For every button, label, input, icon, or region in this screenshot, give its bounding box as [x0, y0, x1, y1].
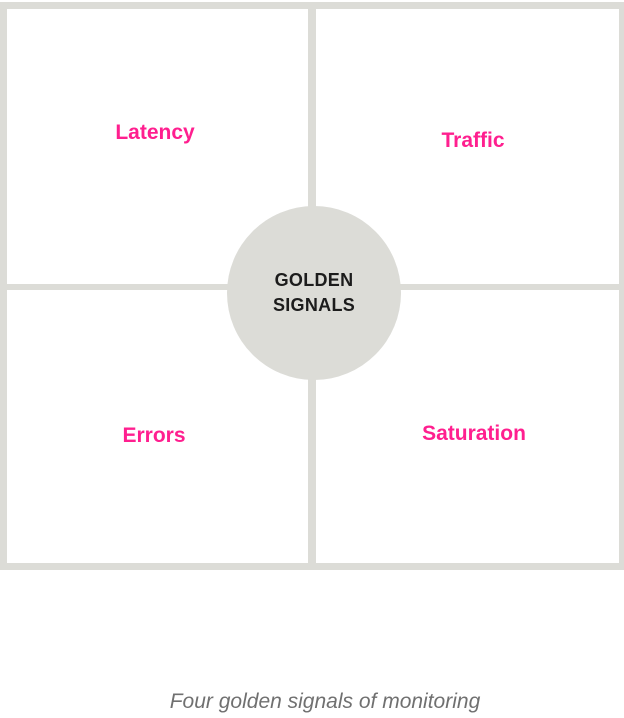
figure-caption: Four golden signals of monitoring — [169, 690, 481, 713]
latency-label: Latency — [115, 121, 195, 144]
traffic-label: Traffic — [441, 129, 505, 152]
center-label-line-2: SIGNALS — [272, 295, 356, 315]
errors-label: Errors — [122, 424, 186, 447]
saturation-label: Saturation — [422, 422, 526, 445]
golden-signals-circle: GOLDEN SIGNALS — [227, 206, 401, 380]
center-label-line-1: GOLDEN — [274, 270, 354, 290]
